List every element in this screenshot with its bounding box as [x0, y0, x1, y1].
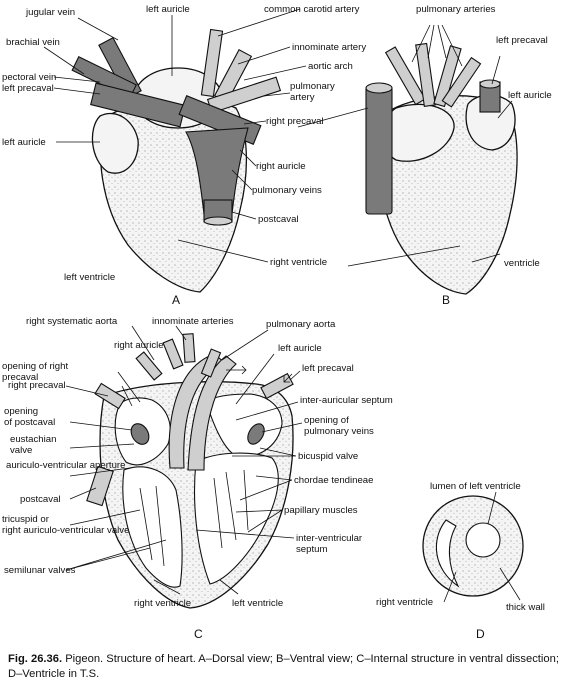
right-precaval-opening-b [365, 82, 393, 94]
opening-pulmonary-veins [247, 423, 265, 445]
label-right-systematic-aorta: right systematic aorta [26, 316, 118, 327]
label-pectoral-vein: pectoral vein [2, 72, 56, 83]
pulmonary-aorta-c [187, 355, 237, 471]
figure-caption: Fig. 26.36. Pigeon. Structure of heart. … [8, 652, 560, 682]
postcaval-c [86, 465, 114, 507]
label-left-ventricle-a: left ventricle [64, 272, 115, 283]
heart-a-left-auricle [91, 112, 139, 174]
heart-figure: A B C D jugular vein left auricle common… [2, 4, 552, 641]
leader-lines [43, 8, 521, 603]
label-ventricle-b: ventricle [504, 258, 540, 269]
label-right-ventricle-d: right ventricle [376, 597, 433, 608]
label-aortic-arch: aortic arch [308, 61, 353, 72]
labels-panel-d: lumen of left ventricle right ventricle … [376, 481, 545, 613]
label-innominate-artery: innominate artery [292, 42, 366, 53]
label-right-ventricle-a: right ventricle [270, 257, 327, 268]
label-left-auricle-top: left auricle [146, 4, 190, 15]
panel-c-drawing [86, 333, 294, 609]
panel-b-drawing [365, 42, 518, 295]
label-left-auricle-b: left auricle [508, 90, 552, 101]
label-left-auricle-c: left auricle [278, 343, 322, 354]
panel-a-drawing [71, 28, 282, 293]
pulm-artery-b2 [415, 42, 436, 108]
label-right-auricle: right auricle [256, 161, 306, 172]
panel-letter-b: B [442, 293, 450, 307]
label-innominate-arteries: innominate arteries [152, 316, 234, 327]
right-precaval-c [94, 382, 126, 410]
label-pulmonary-aorta: pulmonary aorta [266, 319, 336, 330]
carotid-vessel [200, 28, 224, 98]
label-right-precaval-c: right precaval [8, 380, 66, 391]
panel-letter-d: D [476, 627, 485, 641]
left-auricle-cavity [205, 393, 283, 458]
flow-arrow-right [226, 365, 247, 375]
label-left-auricle-side: left auricle [2, 137, 46, 148]
label-brachial-vein: brachial vein [6, 37, 60, 48]
label-right-precaval: right precaval [266, 116, 324, 127]
labels-panel-b: pulmonary arteries left precaval left au… [416, 4, 552, 269]
pulm-artery-b3 [433, 45, 462, 108]
label-postcaval-a: postcaval [258, 214, 299, 225]
ventricle-ts-lumen [465, 522, 501, 558]
label-semilunar-valves: semilunar valves [4, 565, 76, 576]
label-common-carotid-artery: common carotid artery [264, 4, 360, 15]
right-precaval-vessel-b [365, 85, 393, 215]
pulm-artery-b4 [441, 56, 482, 108]
label-thick-wall: thick wall [506, 602, 545, 613]
innominate-c3 [200, 348, 222, 378]
label-right-ventricle-c: right ventricle [134, 598, 191, 609]
label-right-auricle-c: right auricle [114, 340, 164, 351]
postcaval-opening-a [203, 216, 233, 226]
label-left-precaval-b: left precaval [496, 35, 548, 46]
label-jugular-vein: jugular vein [25, 7, 75, 18]
panel-letter-a: A [172, 293, 180, 307]
labels-panel-c: right systematic aorta innominate arteri… [2, 316, 393, 609]
right-systemic-aorta-stub [135, 351, 163, 381]
chordae-lines [139, 469, 249, 567]
label-left-precaval-a: left precaval [2, 83, 54, 94]
opening-postcaval [130, 423, 150, 445]
right-ventricle-cavity [122, 466, 183, 588]
left-ventricle-cavity [193, 452, 279, 585]
left-precaval-c [260, 372, 294, 400]
panel-d-drawing [422, 495, 524, 597]
label-left-precaval-c: left precaval [302, 363, 354, 374]
label-av-aperture: auriculo-ventricular aperture [6, 460, 125, 471]
label-chordae-tendineae: chordae tendineae [294, 475, 373, 486]
label-bicuspid-valve: bicuspid valve [298, 451, 358, 462]
innominate-c1 [162, 338, 184, 370]
labels-panel-a: jugular vein left auricle common carotid… [2, 4, 366, 283]
label-left-ventricle-c: left ventricle [232, 598, 283, 609]
ventricle-ts-right-crescent [435, 519, 460, 588]
innominate-c2 [182, 333, 196, 363]
label-postcaval-c: postcaval [20, 494, 61, 505]
pulm-artery-b1 [384, 46, 426, 106]
label-inter-auricular-septum: inter-auricular septum [300, 395, 393, 406]
figure-number: Fig. 26.36. [8, 653, 63, 665]
figure-caption-text: Pigeon. Structure of heart. A–Dorsal vie… [8, 653, 559, 680]
label-papillary-muscles: papillary muscles [284, 505, 358, 516]
flow-arrow-left [283, 373, 293, 383]
left-precaval-opening-b [479, 79, 501, 89]
label-pulmonary-arteries: pulmonary arteries [416, 4, 496, 15]
panel-letter-c: C [194, 627, 203, 641]
label-pulmonary-veins: pulmonary veins [252, 185, 322, 196]
label-lumen-left-ventricle: lumen of left ventricle [430, 481, 521, 492]
